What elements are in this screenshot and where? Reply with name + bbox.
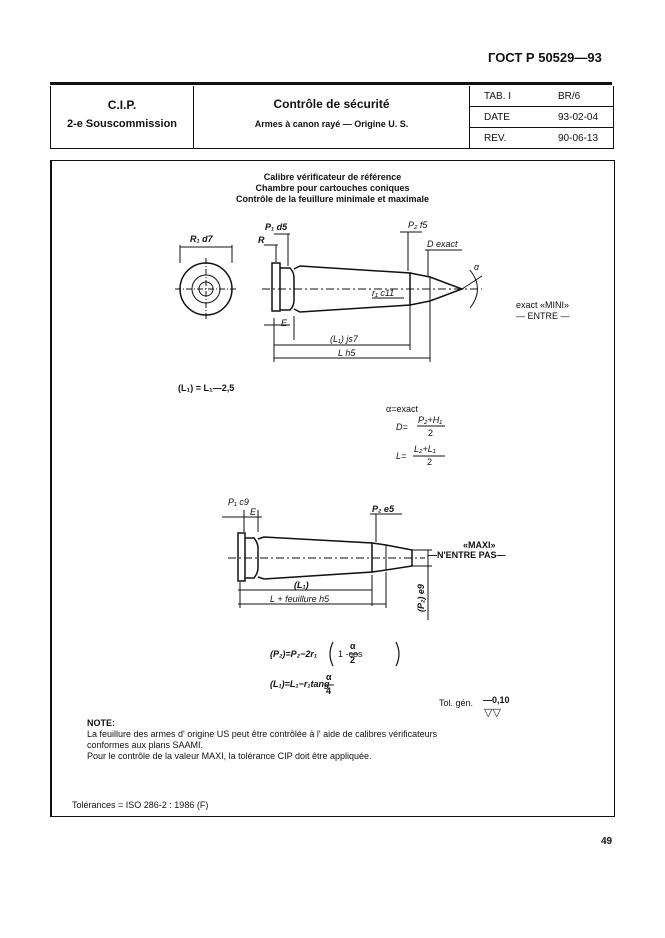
meta-key: DATE bbox=[484, 112, 510, 123]
meta-row-tab: TAB. I BR/6 bbox=[470, 86, 613, 107]
label-nentre-pas: —N'ENTRE PAS— bbox=[428, 550, 506, 560]
formula-l1-tang: (L₁)=L₁−r₁tang bbox=[270, 679, 330, 689]
label-l-feuillure: L + feuillure h5 bbox=[270, 594, 330, 604]
label-p1-c9: P₁ c9 bbox=[228, 497, 249, 507]
meta-key: TAB. I bbox=[484, 91, 512, 102]
label-r: R bbox=[258, 235, 265, 245]
meta-value: BR/6 bbox=[558, 91, 581, 102]
tolerances-reference: Tolérances = ISO 286-2 : 1986 (F) bbox=[72, 800, 209, 810]
formula-p2-body: 1 -cos bbox=[338, 649, 363, 659]
figure-frame bbox=[50, 160, 615, 817]
meta-value: 90-06-13 bbox=[558, 133, 599, 144]
maxi-gauge-drawing bbox=[222, 510, 432, 620]
meta-row-rev: REV. 90-06-13 bbox=[470, 128, 613, 148]
label-alpha: α bbox=[474, 262, 480, 272]
tol-gen-label: Tol. gén. bbox=[439, 698, 474, 708]
formula-p2: (P₂)=P₂−2r₁ bbox=[270, 649, 318, 659]
note-heading: NOTE: bbox=[87, 718, 115, 728]
tol-gen-value: —0,10 bbox=[483, 695, 510, 705]
label-p2-e9: (P₂) e9 bbox=[416, 584, 426, 612]
meta-cell: TAB. I BR/6 DATE 93-02-04 REV. 90-06-13 bbox=[470, 86, 613, 148]
mini-gauge-drawing bbox=[262, 231, 483, 362]
header-rule bbox=[50, 82, 612, 85]
paren-right bbox=[395, 641, 400, 667]
figure-title-3: Contrôle de la feuillure minimale et max… bbox=[235, 194, 430, 204]
note-line-2: conformes aux plans SAAMI. bbox=[87, 740, 204, 750]
label-exact-mini: exact «MINI» bbox=[516, 300, 570, 310]
formula-p2-two: 2 bbox=[350, 655, 356, 665]
formula-l-num: L₂+L₁ bbox=[414, 444, 436, 454]
meta-key: REV. bbox=[484, 133, 507, 144]
label-p2-e5: P₂ e5 bbox=[372, 504, 394, 514]
org-cell: C.I.P. 2-e Souscommission bbox=[51, 86, 194, 148]
formula-d-num: P₂+H₁ bbox=[418, 415, 443, 425]
fraction-bars bbox=[325, 425, 445, 686]
label-r1-c11: r₁ c11 bbox=[372, 288, 395, 298]
label-l-h5: L h5 bbox=[338, 348, 356, 358]
formula-l1-four: 4 bbox=[326, 686, 332, 696]
label-p1-d5: P₁ d5 bbox=[265, 222, 288, 232]
subcommission: 2-e Souscommission bbox=[66, 118, 178, 130]
note-line-3: Pour le contrôle de la valeur MAXI, la t… bbox=[87, 751, 372, 761]
paren-left bbox=[329, 641, 334, 667]
formula-d-den: 2 bbox=[428, 428, 434, 438]
label-d-exact: D exact bbox=[427, 239, 458, 249]
org-name: C.I.P. bbox=[107, 98, 137, 112]
formula-l1-alpha: α bbox=[326, 672, 332, 682]
formula-l-den: 2 bbox=[427, 457, 433, 467]
label-l1-maxi: (L₁) bbox=[294, 580, 309, 590]
formula-p2-alpha: α bbox=[350, 641, 356, 651]
figure-title-2: Chambre pour cartouches coniques bbox=[255, 183, 410, 193]
label-entre: — ENTRE — bbox=[516, 311, 570, 321]
surface-finish-icon: ▽▽ bbox=[484, 707, 501, 719]
formula-d-lhs: D= bbox=[396, 422, 408, 432]
label-e: E bbox=[281, 318, 288, 328]
label-r1-d7: R₁ d7 bbox=[190, 234, 213, 244]
page-subtitle: Armes à canon rayé — Origine U. S. bbox=[254, 119, 409, 129]
page-title: Contrôle de sécurité bbox=[273, 97, 390, 111]
header-table: C.I.P. 2-e Souscommission Contrôle de sé… bbox=[50, 86, 614, 149]
meta-row-date: DATE 93-02-04 bbox=[470, 107, 613, 128]
meta-value: 93-02-04 bbox=[558, 112, 599, 123]
formula-alpha-exact: α=exact bbox=[386, 404, 418, 414]
label-e-maxi: E bbox=[250, 507, 257, 517]
end-view-drawing bbox=[175, 245, 237, 320]
label-p2-f5: P₂ f5 bbox=[408, 220, 428, 230]
figure-title-1: Calibre vérificateur de référence bbox=[263, 172, 402, 182]
label-l1-js7: (L₁) js7 bbox=[330, 334, 358, 344]
document-reference: ГОСТ Р 50529—93 bbox=[488, 50, 602, 65]
formula-l-lhs: L= bbox=[396, 451, 407, 461]
formula-l1: (L₁) = L₁—2,5 bbox=[178, 383, 235, 393]
title-cell: Contrôle de sécurité Armes à canon rayé … bbox=[194, 86, 470, 148]
note-line-1: La feuillure des armes d' origine US peu… bbox=[87, 729, 438, 739]
page-number: 49 bbox=[601, 836, 613, 847]
label-maxi: «MAXI» bbox=[463, 540, 496, 550]
